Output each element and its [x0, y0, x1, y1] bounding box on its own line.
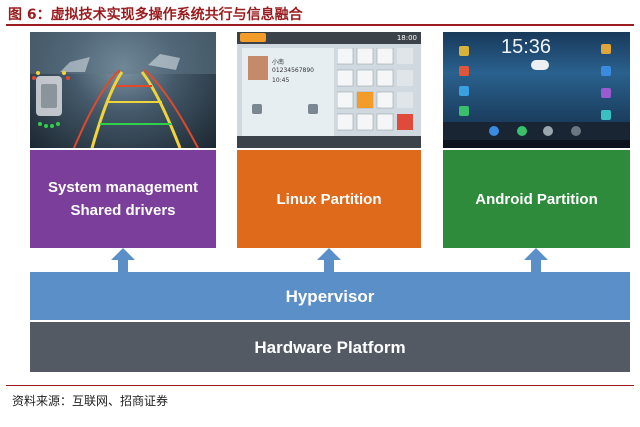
up-arrow-icon	[317, 248, 341, 274]
parking-guide-lines-graphic	[30, 32, 216, 148]
app-icon	[459, 86, 469, 96]
system-management-label: System management	[47, 179, 199, 196]
up-arrow-icon	[111, 248, 135, 274]
weather-icon	[531, 60, 549, 70]
android-partition-label: Android Partition	[475, 190, 598, 208]
app-icon	[459, 106, 469, 116]
contact-avatar	[248, 56, 268, 80]
android-ui-screenshot: 15:36	[443, 32, 630, 148]
up-arrow-icon	[524, 248, 548, 274]
android-nav-bar	[443, 140, 630, 148]
shared-drivers-label: Shared drivers	[70, 202, 176, 219]
dock-app-icon	[571, 126, 581, 136]
contact-card: 小南 01234567890 10:45	[242, 48, 334, 136]
hypervisor-layer: Hypervisor	[30, 272, 630, 320]
speaker-icon	[252, 104, 262, 114]
dock-app-icon	[543, 126, 553, 136]
dock-app-icon	[489, 126, 499, 136]
linux-partition-box: Linux Partition	[237, 150, 421, 248]
parking-camera-screenshot	[30, 32, 216, 148]
dock-app-icon	[517, 126, 527, 136]
hypervisor-label: Hypervisor	[285, 286, 375, 306]
app-icon	[459, 46, 469, 56]
android-clock: 15:36	[501, 36, 552, 58]
android-dock	[443, 122, 630, 140]
hardware-platform-layer: Hardware Platform	[30, 322, 630, 372]
linux-bottom-bar	[237, 136, 421, 148]
app-icon	[601, 110, 611, 120]
source-divider	[6, 385, 634, 386]
contact-number: 01234567890	[272, 67, 314, 74]
figure-title: 图 6：虚拟技术实现多操作系统共行与信息融合	[8, 7, 303, 23]
title-divider	[6, 24, 634, 26]
contact-name: 小南	[272, 59, 285, 66]
system-management-box: System management Shared drivers	[30, 150, 216, 248]
app-icon	[459, 66, 469, 76]
hardware-platform-label: Hardware Platform	[254, 337, 406, 357]
android-partition-box: Android Partition	[443, 150, 630, 248]
dial-keypad	[337, 48, 413, 131]
linux-ui-screenshot: 18:00 小南 01234567890 10:45	[237, 32, 421, 148]
source-note: 资料来源：互联网、招商证券	[12, 394, 169, 408]
app-icon	[601, 88, 611, 98]
keypad-icon	[308, 104, 318, 114]
app-icon	[601, 66, 611, 76]
app-icon	[601, 44, 611, 54]
hypervisor-arrows	[111, 248, 548, 274]
linux-partition-label: Linux Partition	[276, 190, 382, 208]
linux-status-bar: 18:00	[237, 32, 421, 44]
app-badge-icon	[240, 33, 266, 42]
linux-clock: 18:00	[396, 34, 417, 42]
call-time: 10:45	[272, 77, 290, 84]
